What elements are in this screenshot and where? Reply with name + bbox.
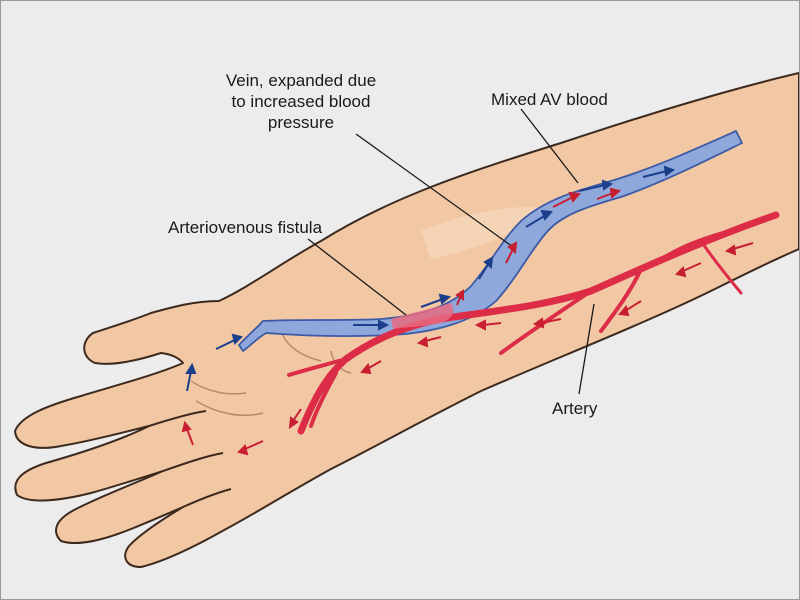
finger-lines: [148, 410, 232, 508]
fistula-junction: [391, 303, 454, 329]
artery: [287, 211, 780, 435]
artery-label: Artery: [552, 399, 598, 418]
mixed-av-blood-label: Mixed AV blood: [491, 90, 608, 109]
artery-flow-arrows: [181, 187, 754, 456]
vein-label: Vein, expanded due to increased blood pr…: [225, 71, 377, 132]
leader-lines: [307, 108, 595, 395]
expanded-vein: [238, 130, 743, 352]
arteriovenous-fistula-label: Arteriovenous fistula: [168, 218, 323, 237]
vein-flow-arrows: [185, 165, 676, 392]
